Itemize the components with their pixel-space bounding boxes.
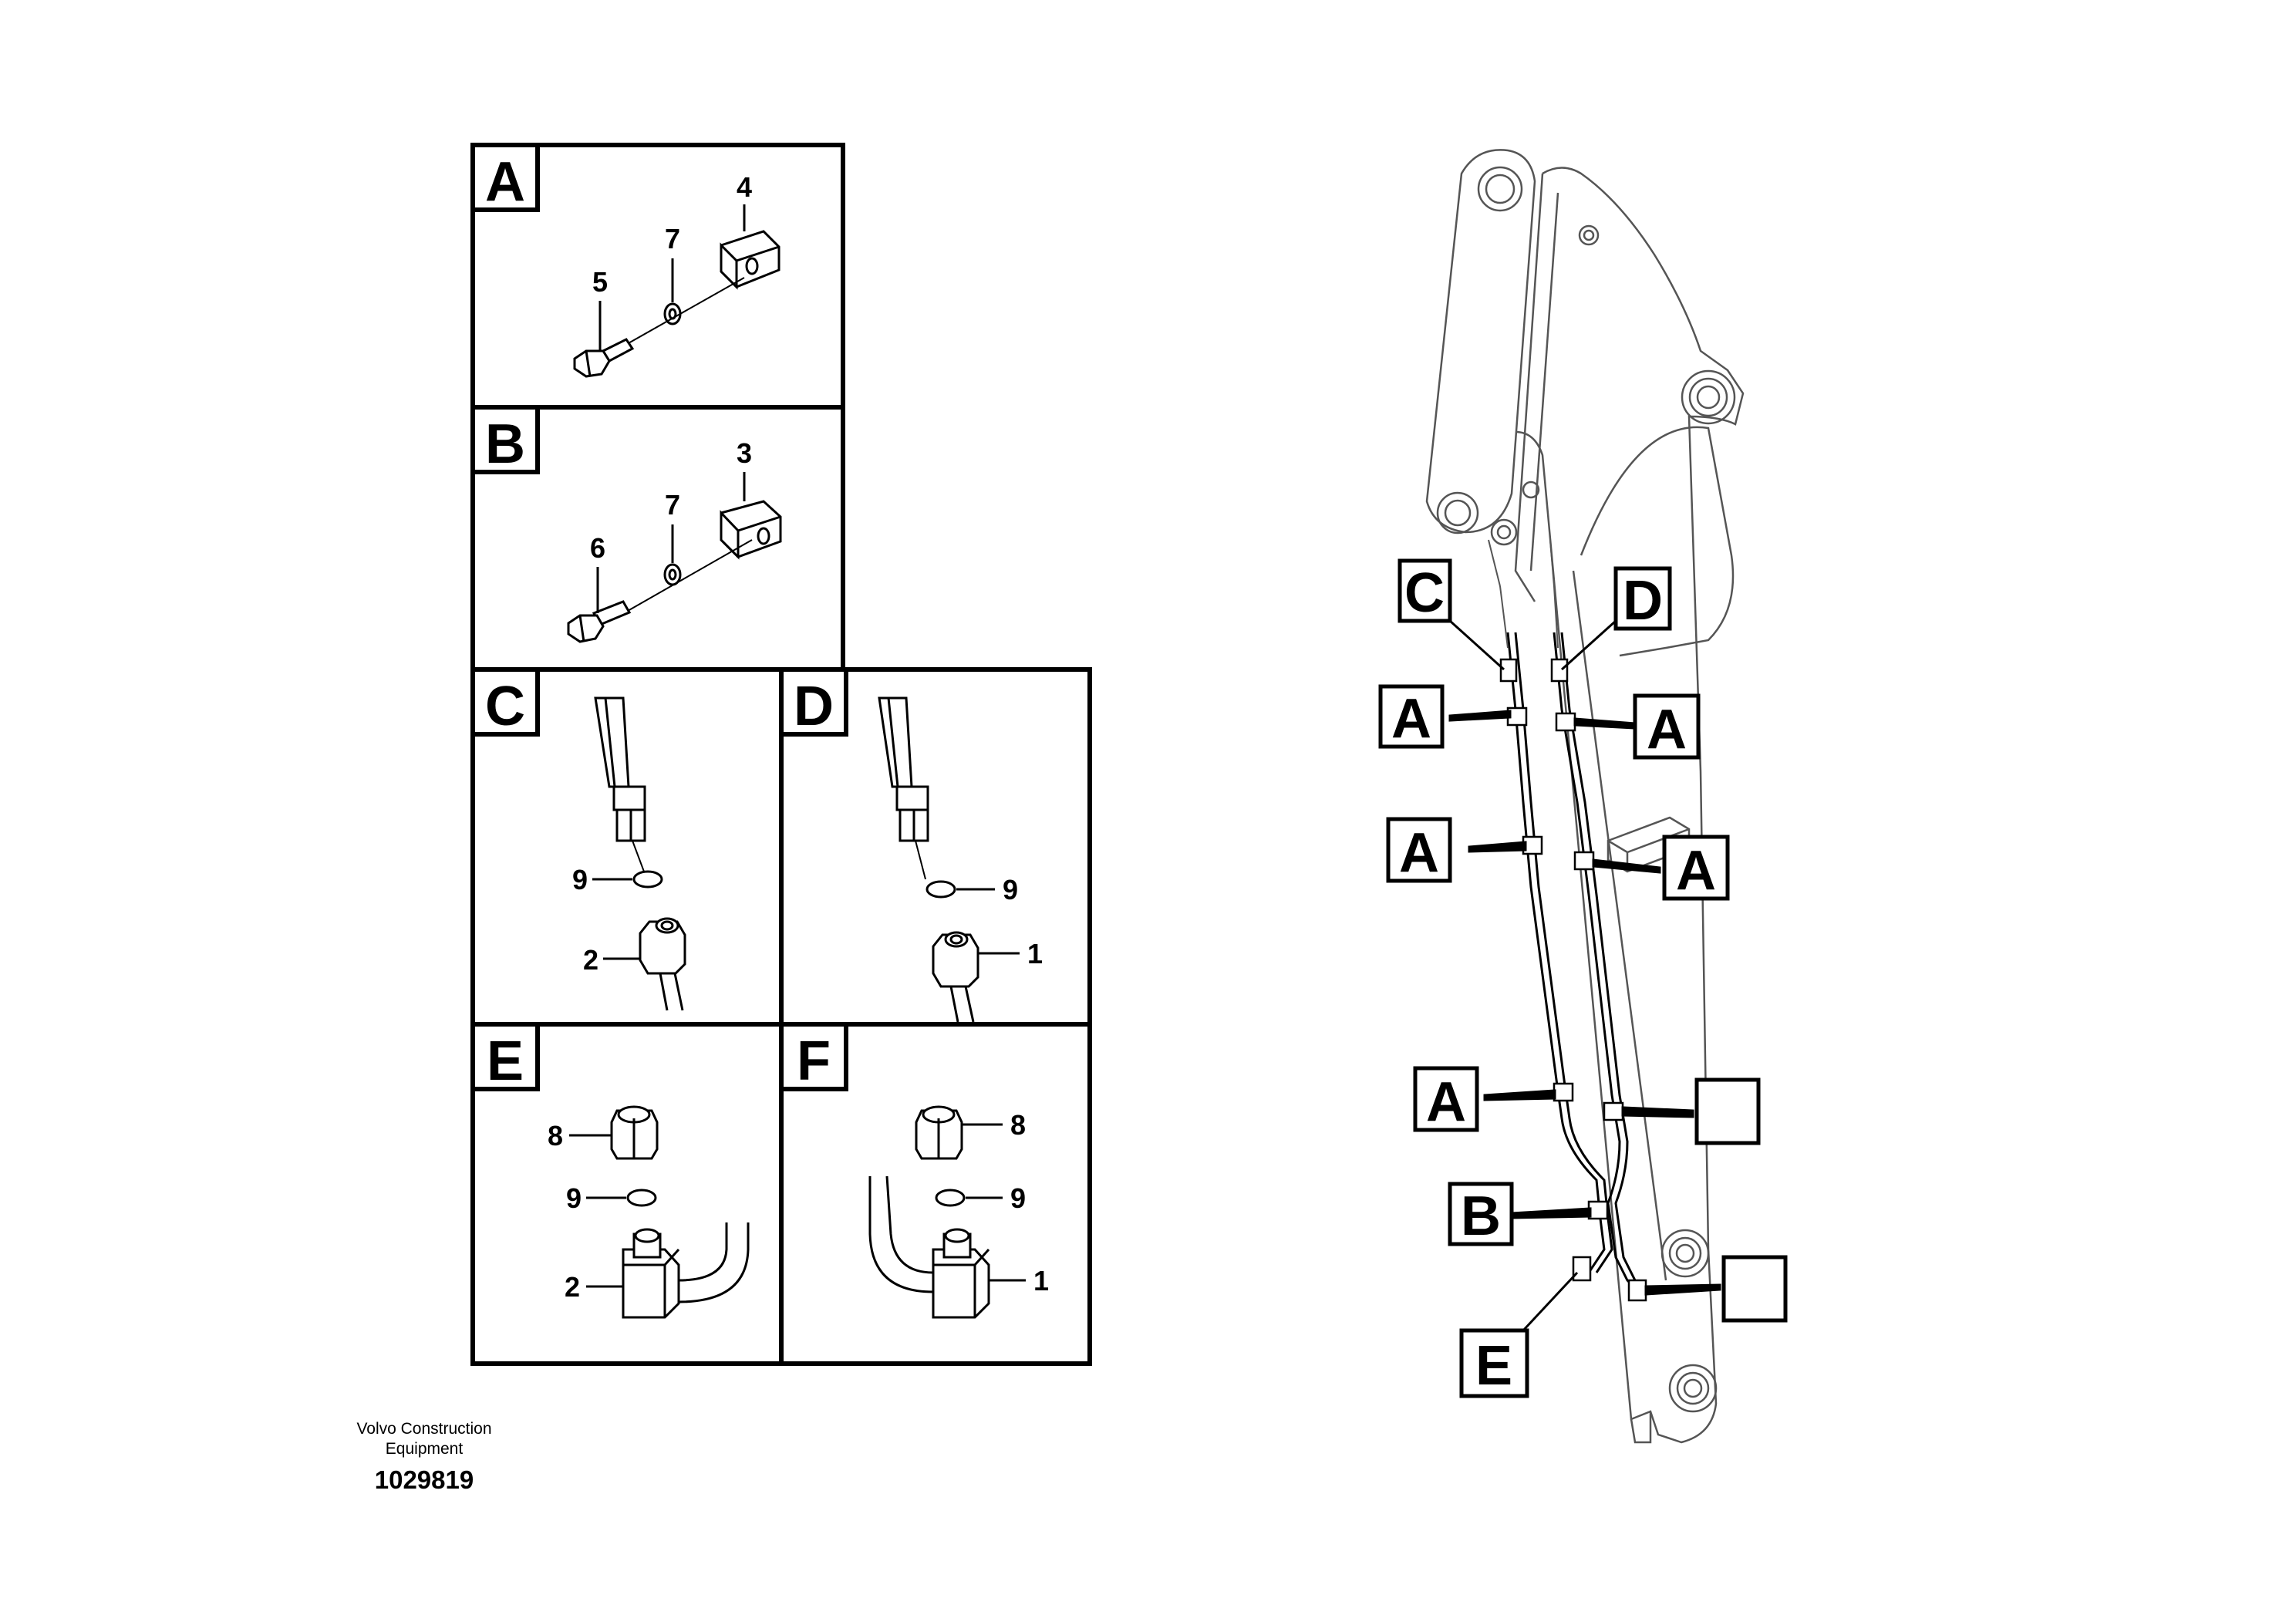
o-ring-icon — [935, 1189, 966, 1207]
panel-f-letter: F — [797, 1030, 831, 1092]
callout-7-a: 7 — [665, 223, 680, 255]
boom-leaders — [1448, 619, 1721, 1332]
callout-5: 5 — [592, 266, 608, 298]
panel-a-letter: A — [485, 151, 525, 213]
callout-9-c: 9 — [572, 864, 588, 895]
clamp-bracket-icon — [720, 500, 782, 560]
callout-9-f: 9 — [1010, 1182, 1026, 1214]
cap-nut-icon — [915, 1105, 963, 1160]
callout-9-e: 9 — [566, 1182, 582, 1214]
company-line-1: Volvo Construction — [356, 1420, 492, 1438]
excavator-boom — [1425, 149, 1745, 1444]
panel-b: B 3 7 6 — [470, 405, 782, 643]
callout-9-d: 9 — [1003, 874, 1018, 905]
detail-panels — [470, 143, 1092, 1366]
boom-label-blank-1 — [1694, 1077, 1761, 1145]
callout-8-e: 8 — [548, 1120, 563, 1152]
company-caption: Volvo Construction Equipment — [308, 1419, 540, 1459]
bolt-icon — [567, 600, 632, 643]
panel-e-letter: E — [487, 1030, 524, 1092]
drawing-number: 1029819 — [374, 1465, 474, 1494]
svg-text:A: A — [1676, 840, 1716, 902]
o-ring-icon — [925, 880, 956, 899]
boom-label-d: D — [1613, 566, 1672, 632]
panel-c: C 9 2 — [470, 667, 686, 1011]
svg-text:A: A — [1391, 688, 1431, 750]
boom-label-a4: A — [1662, 835, 1730, 902]
cap-nut-icon — [610, 1105, 659, 1160]
boom-label-a5: A — [1413, 1066, 1479, 1133]
boom-label-a2: A — [1633, 693, 1701, 760]
callout-3: 3 — [737, 437, 752, 469]
boom-label-a3: A — [1386, 817, 1452, 884]
callout-7-b: 7 — [665, 489, 680, 521]
svg-text:E: E — [1475, 1335, 1512, 1397]
callout-1-f: 1 — [1033, 1265, 1049, 1297]
elbow-fitting-icon — [868, 1175, 990, 1319]
panel-c-letter: C — [485, 676, 525, 737]
boom-label-a1: A — [1378, 684, 1445, 750]
panel-d: D 9 1 — [779, 667, 1043, 1023]
bolt-icon — [573, 338, 635, 378]
adapter-fitting-icon — [932, 931, 979, 1023]
washer-icon — [663, 302, 682, 325]
callout-2-c: 2 — [583, 944, 598, 976]
callout-4: 4 — [737, 171, 752, 203]
elbow-fitting-icon — [622, 1222, 750, 1319]
callout-8-f: 8 — [1010, 1109, 1026, 1141]
company-line-2: Equipment — [385, 1440, 464, 1458]
hydraulic-lines — [1488, 539, 1644, 1290]
svg-text:C: C — [1404, 562, 1445, 624]
boom-label-e: E — [1459, 1328, 1529, 1398]
hose-end-icon — [878, 696, 929, 880]
adapter-fitting-icon — [639, 917, 686, 1011]
callout-2-e: 2 — [565, 1271, 580, 1303]
line-clamps — [1499, 658, 1647, 1302]
svg-text:D: D — [1623, 570, 1663, 632]
boom-label-blank-2 — [1721, 1255, 1788, 1323]
hose-end-icon — [594, 696, 646, 872]
panel-e: E 8 9 2 — [470, 1022, 750, 1319]
panel-d-letter: D — [794, 676, 834, 737]
panel-a: A 4 7 5 — [470, 143, 781, 378]
callout-6: 6 — [590, 532, 605, 564]
svg-text:B: B — [1461, 1185, 1501, 1247]
o-ring-icon — [632, 870, 663, 889]
boom-label-b: B — [1448, 1182, 1514, 1247]
svg-text:A: A — [1426, 1071, 1466, 1133]
o-ring-icon — [626, 1189, 657, 1207]
panel-b-letter: B — [485, 413, 525, 475]
clamp-bracket-icon — [720, 230, 781, 290]
panel-f: F 8 9 1 — [779, 1022, 1049, 1319]
svg-text:A: A — [1399, 822, 1439, 884]
boom-label-c: C — [1397, 558, 1452, 624]
svg-text:A: A — [1647, 699, 1687, 760]
callout-1-d: 1 — [1027, 938, 1043, 969]
